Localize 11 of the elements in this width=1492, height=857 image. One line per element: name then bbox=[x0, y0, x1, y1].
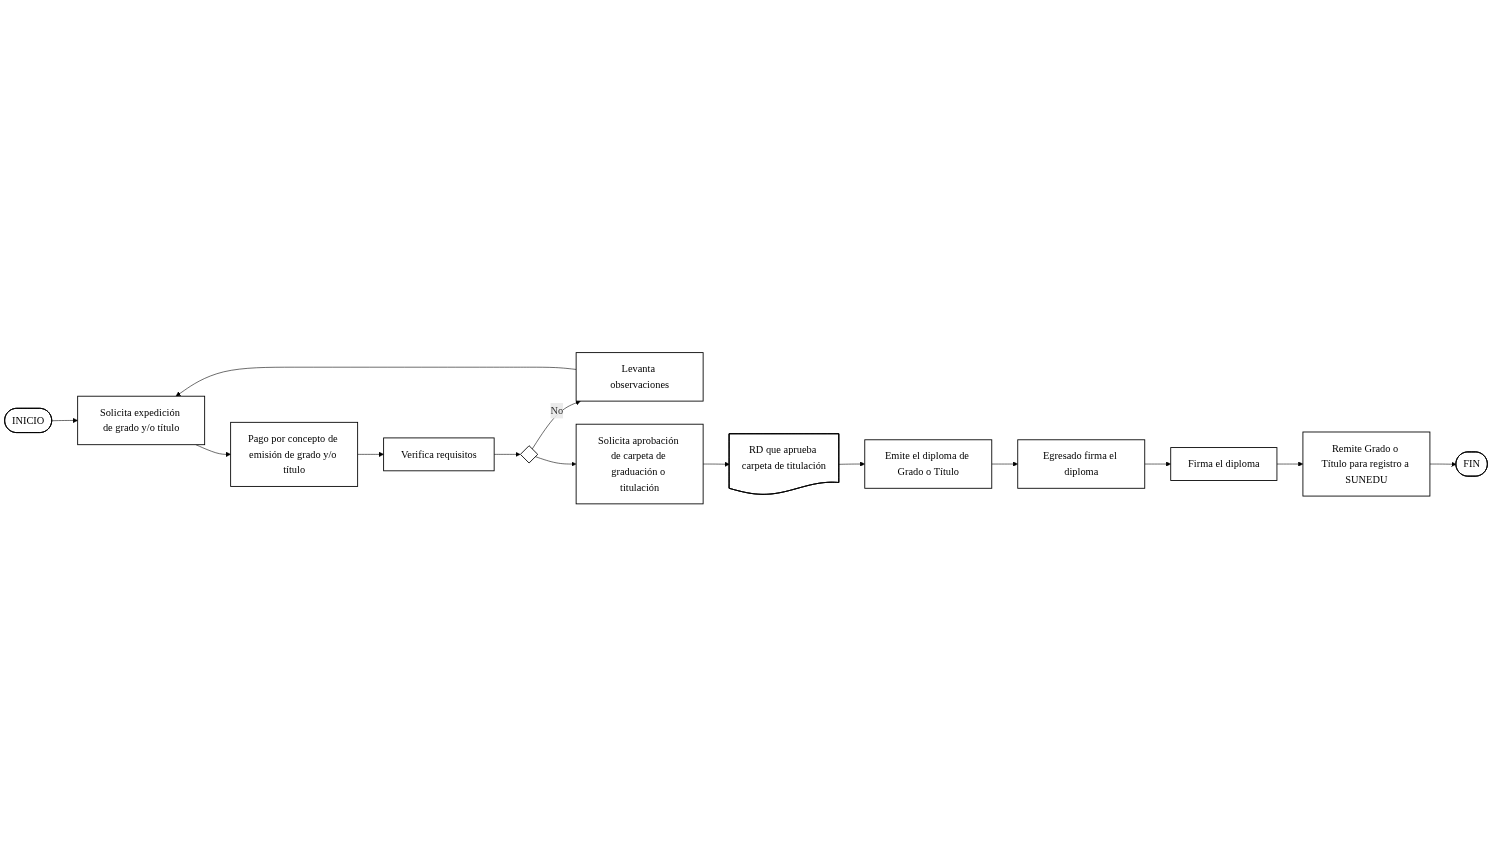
node-box: Firma el diploma bbox=[1170, 447, 1278, 482]
node-box: Verifica requisitos bbox=[383, 437, 495, 472]
node-box: Emite el diploma de Grado o Título bbox=[864, 439, 993, 489]
node-box: Levanta observaciones bbox=[575, 352, 704, 402]
node-box: Solicita expedición de grado y/o título bbox=[77, 396, 206, 446]
node-box: Egresado firma el diploma bbox=[1017, 439, 1146, 489]
edge-label: No bbox=[550, 404, 564, 417]
node-box: Solicita aprobación de carpeta de graduación o titulación bbox=[575, 424, 704, 505]
node-box: Pago por concepto de emisión de grado y/o título bbox=[230, 422, 359, 488]
node-diamond bbox=[520, 445, 539, 464]
node-box: Remite Grado o Título para registro a SUNEDU bbox=[1302, 431, 1431, 497]
